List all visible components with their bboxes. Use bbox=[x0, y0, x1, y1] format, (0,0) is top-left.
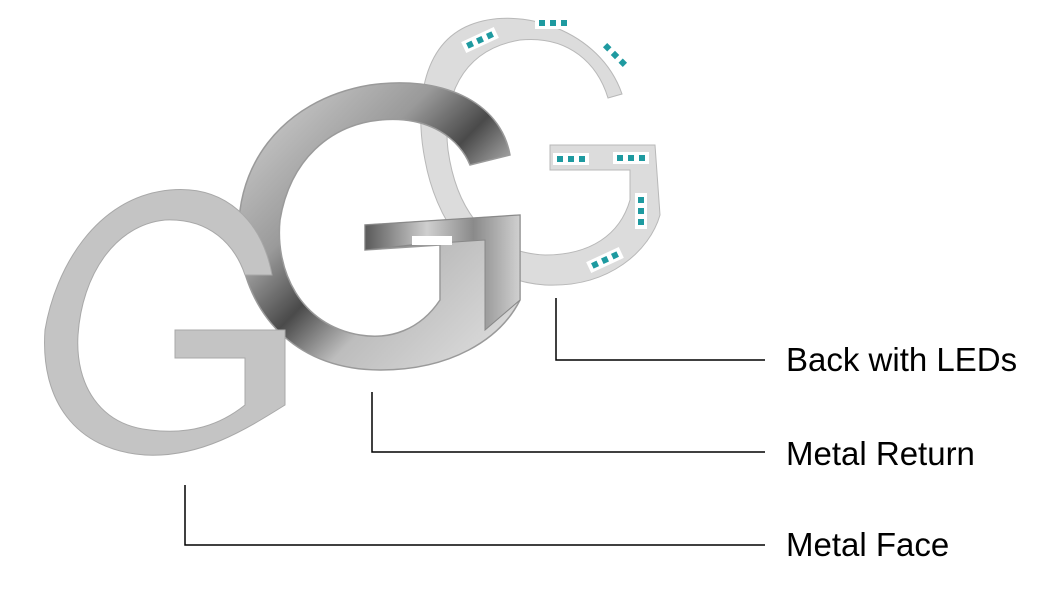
label-metal-return: Metal Return bbox=[786, 435, 975, 472]
leader-line-back bbox=[555, 298, 765, 361]
leader-lines bbox=[184, 298, 765, 546]
led-modules bbox=[461, 17, 649, 274]
label-back-with-leds: Back with LEDs bbox=[786, 341, 1018, 378]
leader-line-return bbox=[371, 392, 765, 453]
metal-face bbox=[44, 189, 286, 456]
label-metal-face: Metal Face bbox=[786, 526, 950, 563]
metal-return bbox=[238, 82, 521, 371]
back-plate-with-leds bbox=[420, 17, 661, 286]
leader-line-face bbox=[184, 485, 765, 546]
